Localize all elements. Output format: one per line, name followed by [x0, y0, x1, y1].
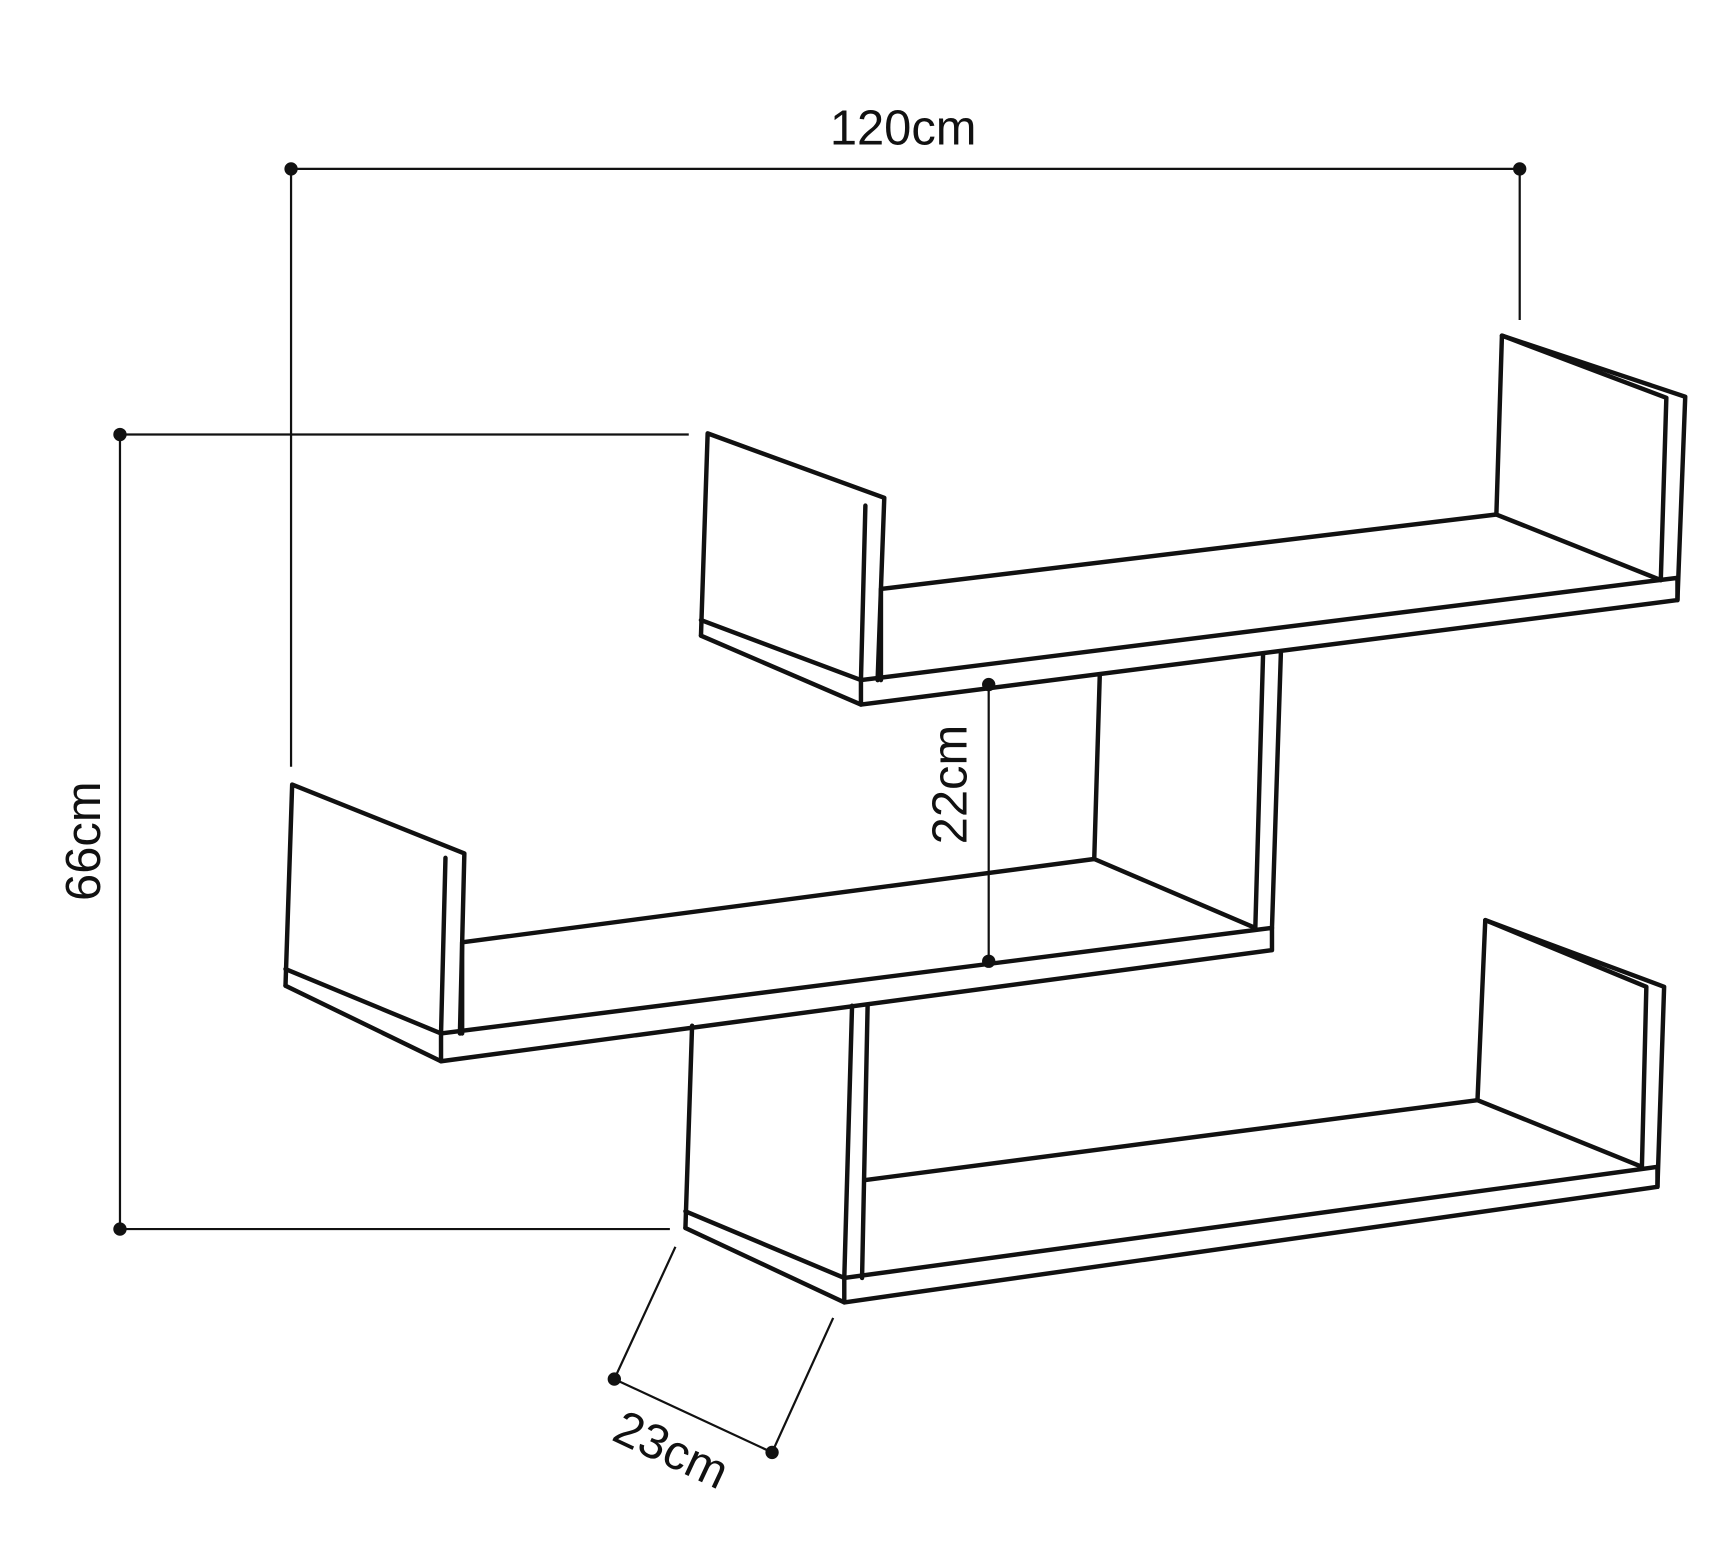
bottom-shelf [683, 917, 1667, 1305]
width-dimension: 120cm [284, 101, 1527, 767]
middle-shelf [283, 651, 1284, 1064]
height-dimension: 66cm [57, 427, 689, 1236]
spacing-label: 22cm [923, 725, 977, 845]
spacing-dimension: 22cm [923, 677, 996, 968]
depth-dimension: 23cm [606, 1246, 835, 1500]
width-label: 120cm [830, 101, 977, 155]
height-label: 66cm [57, 781, 111, 901]
depth-label: 23cm [606, 1400, 737, 1499]
top-shelf [698, 333, 1688, 707]
